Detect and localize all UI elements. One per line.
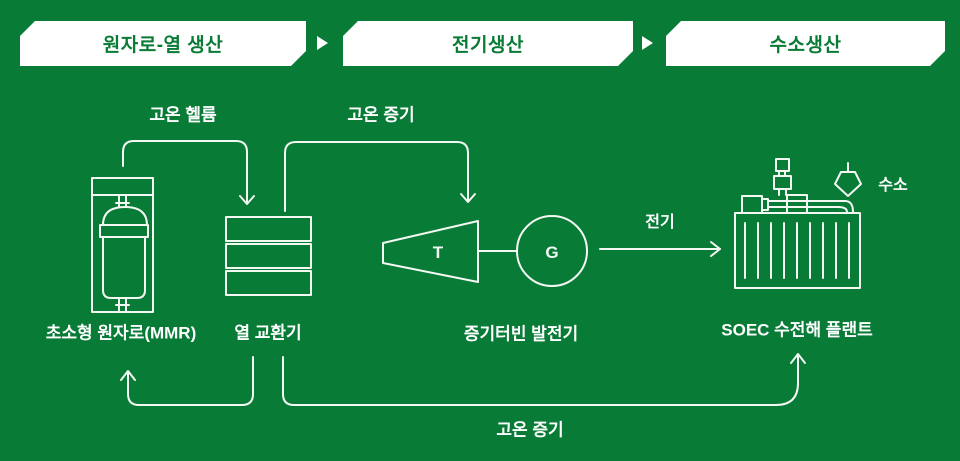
heat-exchanger-icon	[225, 216, 312, 296]
helium-supply-pipe	[122, 140, 255, 205]
label-high-temp-helium: 고온 헬륨	[149, 105, 217, 125]
arrowhead-down-icon	[239, 195, 255, 205]
mmr-reactor-icon	[91, 177, 154, 313]
stage-box-hydrogen-production: 수소생산	[666, 21, 945, 66]
turbine-letter: T	[433, 243, 444, 262]
steam-turbine-icon: T G	[382, 215, 588, 287]
stage-arrow-icon	[642, 36, 653, 50]
soec-plant-icon	[734, 158, 862, 289]
label-heat-exchanger: 열 교환기	[234, 323, 302, 343]
label-electricity: 전기	[645, 214, 675, 231]
steam-supply-pipe	[284, 141, 476, 212]
label-high-temp-steam-top: 고온 증기	[347, 105, 415, 125]
generator-letter: G	[545, 243, 558, 262]
arrowhead-right-icon	[710, 241, 721, 257]
label-mmr-reactor: 초소형 원자로(MMR)	[45, 323, 197, 343]
label-hydrogen: 수소	[878, 177, 908, 194]
helium-return-pipe	[120, 356, 254, 406]
electricity-arrow	[599, 241, 721, 257]
label-turbine-generator: 증기터빈 발전기	[463, 324, 579, 344]
arrowhead-up-icon	[790, 353, 806, 364]
label-high-temp-steam-bottom: 고온 증기	[496, 420, 564, 440]
steam-to-soec-pipe	[282, 353, 806, 406]
stage-arrow-icon	[317, 36, 328, 50]
stage-box-reactor-heat-production: 원자로-열 생산	[20, 21, 306, 66]
arrowhead-down-icon	[460, 193, 476, 203]
stage-box-electricity-production: 전기생산	[343, 21, 633, 66]
arrowhead-up-icon	[120, 370, 136, 381]
label-soec-plant: SOEC 수전해 플랜트	[721, 320, 873, 340]
